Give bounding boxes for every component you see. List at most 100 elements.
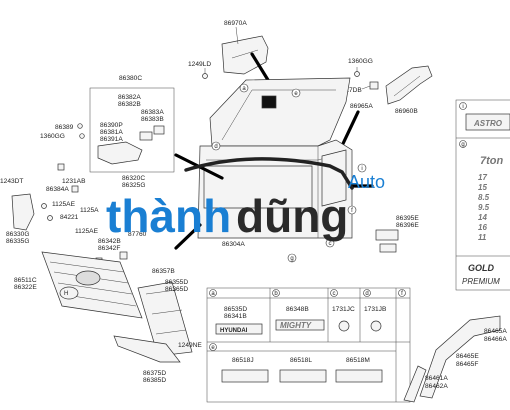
part-label: 87760 — [128, 231, 147, 238]
leader-thick-line — [174, 223, 202, 250]
leader-thick-line — [250, 52, 270, 82]
part-label: 86384A — [46, 186, 69, 193]
callout-circle: d — [211, 141, 221, 151]
part-label: 86396E — [396, 222, 419, 229]
svg-text:a: a — [242, 86, 246, 92]
ton-emblem-text: 14 — [478, 213, 487, 222]
part-label: 86322E — [14, 284, 37, 291]
part-label: 86342F — [98, 245, 120, 252]
7ton-emblem-text: 7ton — [480, 155, 504, 167]
part-label: 86383A — [141, 109, 164, 116]
svg-text:86518L: 86518L — [290, 357, 312, 364]
svg-text:g: g — [290, 256, 293, 262]
astro-emblem-text: ASTRO — [473, 119, 503, 128]
part-label: 86511C — [14, 277, 37, 284]
svg-text:86535D: 86535D — [224, 306, 247, 313]
mighty-emblem-text: MIGHTY — [280, 321, 312, 330]
lower-garnish-part — [137, 281, 193, 357]
part-label: 86395E — [396, 215, 419, 222]
part-label: 86391A — [100, 136, 123, 143]
hyundai-emblem-text: HYUNDAI — [220, 328, 248, 334]
table-cell-d: d 1731JB — [363, 289, 387, 332]
bolt-icon — [202, 68, 208, 79]
svg-text:e: e — [211, 345, 215, 351]
part-label: 1125AE — [52, 201, 76, 208]
part-label: 86375D — [143, 370, 166, 377]
table-cell-c: c 1731JC — [330, 289, 355, 332]
hyundai-logo-emblem-icon: H — [59, 286, 79, 300]
part-label: 86304A — [222, 241, 245, 248]
ton-emblem-text: 16 — [478, 223, 487, 232]
svg-text:1731JB: 1731JB — [364, 306, 387, 313]
part-label: 86960B — [395, 108, 418, 115]
part-label: 1249LD — [188, 61, 211, 68]
part-label: 86335G — [6, 238, 29, 245]
part-label: 86970A — [224, 20, 247, 27]
part-label: 86382B — [118, 101, 141, 108]
mirror-bracket-part — [97, 125, 165, 165]
leader-thick-line — [338, 110, 360, 152]
svg-text:d: d — [214, 144, 217, 150]
part-label: 86382A — [118, 94, 141, 101]
part-label: 86389 — [55, 124, 74, 131]
svg-text:86518M: 86518M — [346, 357, 370, 364]
ton-emblem-text: 8.5 — [478, 193, 490, 202]
svg-text:86462A: 86462A — [425, 383, 448, 390]
gold-emblem-text: GOLD — [468, 263, 494, 273]
ton-emblem-text: 9.5 — [478, 203, 490, 212]
watermark-text-thanh: thành — [106, 190, 231, 242]
power-emblem-icon — [221, 369, 269, 383]
emblem-reference-panel: i ASTRO g 7ton 17 15 8.5 9.5 14 16 11 GO… — [455, 99, 510, 291]
table-cell-f: f 86465A 86466A 86465E 86465F 86461A 864… — [398, 289, 507, 403]
callout-circle: g — [287, 253, 297, 263]
watermark-logo: thành dũng Auto — [106, 157, 385, 242]
power-emblem-icon — [279, 369, 327, 383]
svg-text:86341B: 86341B — [224, 313, 247, 320]
part-label: 1317DB — [338, 87, 362, 94]
power-emblem-icon — [335, 369, 383, 383]
part-label: 86325G — [122, 182, 145, 189]
table-cell-a: a 86535D 86341B HYUNDAI — [209, 289, 263, 335]
svg-text:a: a — [211, 291, 215, 297]
callout-circle: e — [291, 88, 301, 98]
svg-text:b: b — [274, 291, 278, 297]
bumper-trim-part — [113, 335, 181, 363]
clip-icon — [57, 163, 79, 193]
svg-text:f: f — [401, 291, 403, 297]
part-label: 86320C — [122, 175, 145, 182]
ton-emblem-text: 17 — [478, 173, 487, 182]
table-cell-e: e 86518J 86518L 86518M — [209, 343, 383, 383]
assembly-group-box — [89, 87, 175, 173]
svg-text:86518J: 86518J — [232, 357, 254, 364]
svg-text:86461A: 86461A — [425, 375, 448, 382]
svg-text:86465E: 86465E — [456, 353, 479, 360]
part-label: 86357B — [152, 268, 175, 275]
part-label: 86330G — [6, 231, 29, 238]
part-label: 1243DT — [0, 178, 23, 185]
part-label: 1231AB — [62, 178, 86, 185]
svg-text:86465A: 86465A — [484, 328, 507, 335]
watermark-text-auto: Auto — [348, 172, 385, 192]
deflector-bracket-part — [385, 65, 433, 105]
part-label: 86365D — [165, 286, 188, 293]
mounting-clip-icon — [361, 81, 379, 90]
svg-text:g: g — [461, 142, 464, 148]
part-label: 86383B — [141, 116, 164, 123]
bolt-icon — [354, 67, 360, 77]
svg-text:1731JC: 1731JC — [332, 306, 355, 313]
callout-circle: i — [357, 163, 367, 173]
svg-text:d: d — [365, 291, 368, 297]
part-label: 86385D — [143, 377, 166, 384]
svg-text:f: f — [351, 208, 353, 214]
svg-text:e: e — [294, 91, 298, 97]
grommet-icon — [338, 320, 350, 332]
part-label: 86965A — [350, 103, 373, 110]
grille-bracket-part — [11, 193, 53, 231]
callout-circle: c — [325, 238, 335, 248]
part-label: 1360GG — [40, 133, 65, 140]
svg-text:i: i — [462, 104, 463, 110]
premium-emblem-text: PREMIUM — [462, 277, 500, 286]
emblem-part — [375, 229, 399, 253]
reference-table — [206, 287, 411, 403]
